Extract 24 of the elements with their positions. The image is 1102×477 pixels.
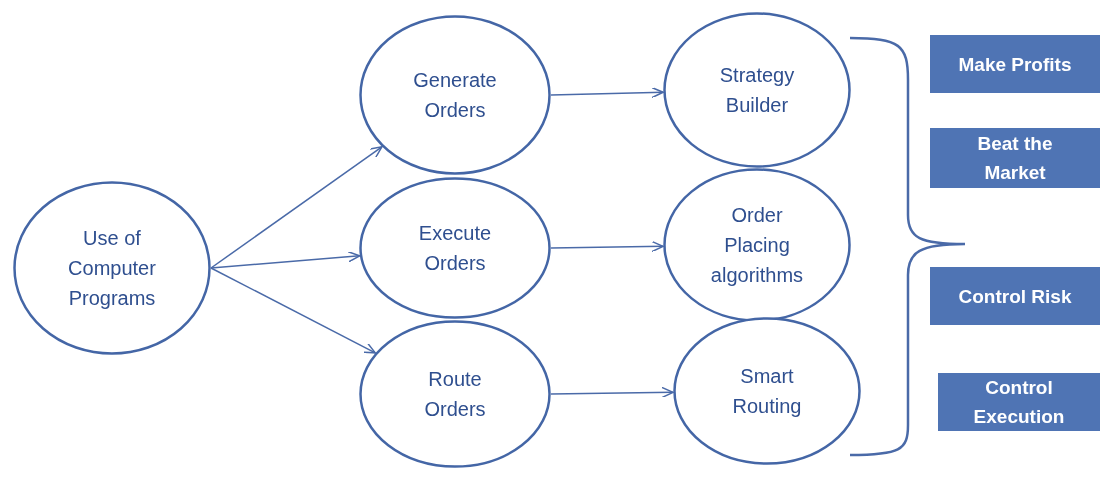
node-label: Execute Orders [417, 221, 493, 276]
process-ellipse [359, 15, 551, 175]
arrow [550, 240, 664, 253]
node-label: Use of Computer Programs [67, 226, 157, 311]
arrow [210, 267, 376, 354]
goal-panel: Control Risk [930, 267, 1100, 325]
arrow [550, 86, 664, 99]
goal-panel: Control Execution [938, 373, 1100, 431]
goal-panel: Make Profits [930, 35, 1100, 93]
process-ellipse [13, 181, 211, 355]
arrow [210, 146, 383, 269]
node-label: Generate Orders [412, 68, 498, 123]
arrow [550, 386, 674, 399]
process-ellipse [663, 12, 851, 168]
goal-panel: Beat the Market [930, 128, 1100, 188]
node-label: Order Placing algorithms [709, 203, 805, 288]
node-label: Strategy Builder [718, 63, 796, 118]
process-ellipse [359, 320, 551, 468]
node-label: Smart Routing [731, 364, 803, 419]
node-label: Route Orders [423, 367, 487, 422]
process-ellipse [673, 317, 861, 465]
process-ellipse [359, 177, 551, 319]
process-ellipse [663, 168, 851, 322]
arrow [210, 251, 361, 269]
